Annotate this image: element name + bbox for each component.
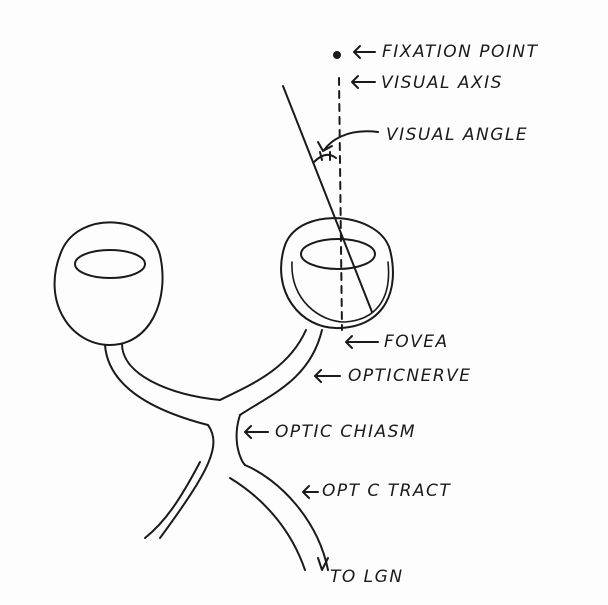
optic-tract-left bbox=[144, 461, 201, 539]
visual-axis-label: VISUAL AXIS bbox=[381, 73, 503, 93]
to-lgn-label: TO LGN bbox=[330, 567, 404, 587]
right-eyeball bbox=[280, 217, 394, 330]
line-of-sight bbox=[282, 85, 373, 313]
fovea-label: FOVEA bbox=[384, 332, 449, 352]
left-optic-nerve bbox=[104, 344, 209, 426]
fovea-arrow bbox=[345, 335, 379, 349]
visual-axis-arrow bbox=[351, 75, 376, 89]
left-optic-nerve-inner bbox=[121, 343, 221, 401]
right-pupil bbox=[300, 238, 376, 270]
optic-chiasm-arrow bbox=[244, 425, 269, 439]
optic-chiasm-right-edge bbox=[235, 414, 246, 466]
optic-tract-right-outer bbox=[244, 464, 329, 571]
optic-tract-arrow bbox=[302, 485, 319, 499]
left-pupil bbox=[74, 249, 146, 279]
visual-axis-line bbox=[338, 77, 343, 331]
optic-nerve-arrow bbox=[314, 369, 341, 383]
left-eyeball bbox=[53, 221, 164, 346]
lgn-arrow-head bbox=[317, 557, 329, 571]
optic-tract-label: OPT C TRACT bbox=[322, 481, 451, 501]
fixation-point-dot bbox=[333, 51, 341, 59]
right-optic-nerve-outer bbox=[239, 329, 323, 416]
fixation-point-arrow bbox=[353, 45, 376, 59]
visual-angle-arrow bbox=[317, 130, 379, 152]
right-eye-inner-outline bbox=[291, 261, 390, 323]
right-optic-nerve-inner bbox=[219, 329, 307, 401]
visual-angle-arc bbox=[313, 153, 337, 163]
optic-nerve-label: OPTICNERVE bbox=[348, 366, 472, 386]
optic-chiasm-left-edge bbox=[159, 424, 215, 539]
optic-tract-right-inner bbox=[229, 477, 306, 571]
visual-angle-label: VISUAL ANGLE bbox=[386, 125, 528, 145]
fixation-point-label: FIXATION POINT bbox=[382, 42, 539, 62]
optic-chiasm-label: OPTIC CHIASM bbox=[275, 422, 416, 442]
visual-angle-arc-mark bbox=[319, 151, 331, 161]
